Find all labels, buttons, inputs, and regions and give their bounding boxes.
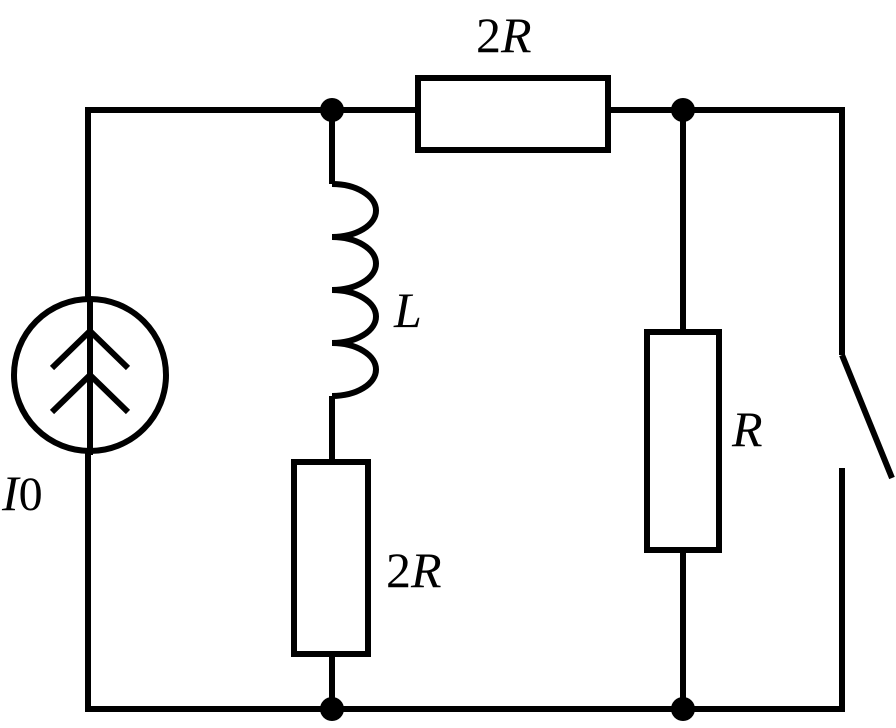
label-branch-resistor: 2R	[386, 542, 442, 598]
resistor-right	[644, 329, 722, 553]
resistor-branch	[291, 459, 371, 657]
label-source: I0	[1, 465, 43, 521]
resistor-top	[415, 75, 611, 153]
junctions	[320, 98, 695, 721]
label-top-resistor: 2R	[476, 7, 532, 63]
wire-bottom	[88, 468, 845, 712]
wire-top-left	[85, 107, 418, 712]
current-source-arrow-upper	[49, 326, 131, 371]
junction-node	[671, 98, 695, 122]
current-source	[11, 296, 169, 455]
label-inductor: L	[393, 282, 422, 338]
junction-node	[671, 697, 695, 721]
current-source-arrow-lower	[49, 370, 131, 415]
wire-top-right	[608, 107, 845, 355]
junction-node	[320, 697, 344, 721]
wires	[85, 107, 845, 712]
inductor	[331, 181, 379, 399]
switch-blade	[839, 353, 895, 480]
inductor-coil	[331, 181, 379, 399]
junction-node	[320, 98, 344, 122]
label-right-resistor: R	[731, 401, 763, 457]
switch	[839, 353, 895, 480]
